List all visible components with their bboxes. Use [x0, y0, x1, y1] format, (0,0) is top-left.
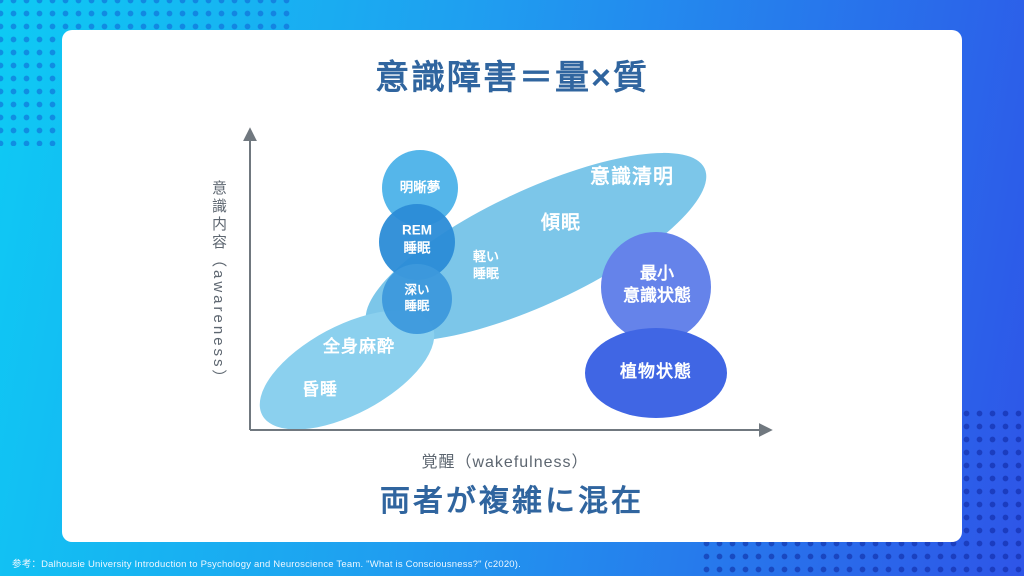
slide-title: 意識障害＝量×質 — [375, 59, 649, 97]
label-light-sleep: 軽い 睡眠 — [473, 249, 499, 283]
label-minimally-conscious-state: 最小 意識状態 — [623, 263, 691, 307]
slide-card: 意識障害＝量×質 意識内容（awareness） 覚醒（wakefulness）… — [62, 30, 962, 542]
label-clear-consciousness: 意識清明 — [590, 166, 674, 188]
label-deep-sleep: 深い 睡眠 — [404, 282, 429, 315]
bubble-deep-sleep — [382, 264, 452, 334]
label-deep-sleep-line2: 睡眠 — [404, 299, 430, 313]
label-rem-sleep-line1: REM — [402, 222, 432, 238]
y-axis-label: 意識内容（awareness） — [210, 180, 227, 388]
label-deep-sleep-line1: 深い — [404, 282, 430, 297]
x-axis-label: 覚醒（wakefulness） — [421, 454, 589, 471]
bubble-minimally-conscious-state — [601, 232, 711, 342]
label-vegetative-state: 植物状態 — [620, 361, 692, 381]
label-rem-sleep-line2: 睡眠 — [403, 240, 431, 255]
bottom-message: 両者が複雑に混在 — [380, 485, 644, 518]
label-drowsiness: 傾眠 — [540, 212, 582, 234]
label-general-anesthesia: 全身麻酔 — [323, 336, 395, 356]
reference-footer: 参考：Dalhousie University Introduction to … — [12, 559, 521, 570]
label-rem-sleep: REM 睡眠 — [402, 221, 432, 256]
label-light-sleep-line2: 睡眠 — [472, 266, 500, 281]
label-mcs-line2: 意識状態 — [623, 286, 691, 305]
label-mcs-line1: 最小 — [640, 263, 674, 283]
label-light-sleep-line1: 軽い — [472, 249, 500, 265]
bubble-vegetative-state — [585, 328, 727, 418]
label-coma: 昏睡 — [302, 379, 338, 399]
label-lucid-dream: 明晰夢 — [399, 180, 441, 196]
